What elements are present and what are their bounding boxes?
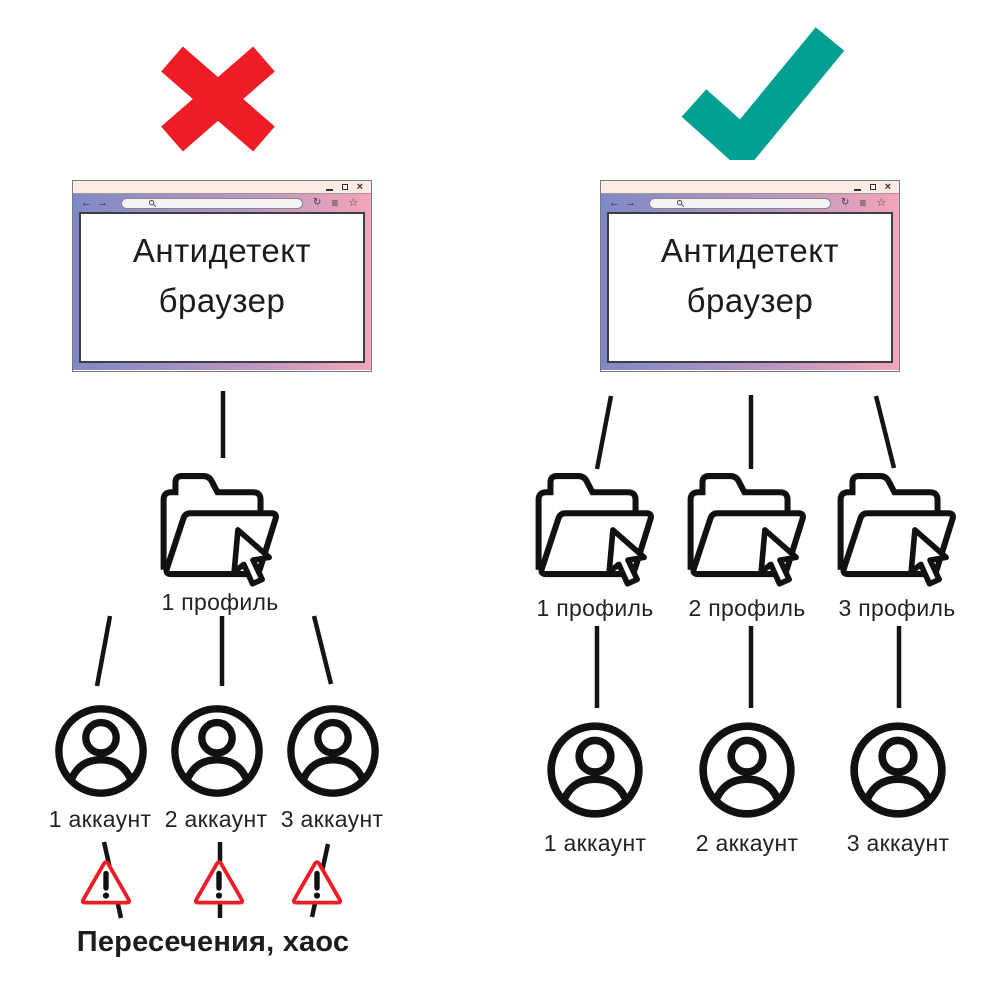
menu-icon[interactable]: ≡ [859, 196, 867, 210]
profile-label: 2 профиль [688, 595, 806, 621]
warning-icon [193, 860, 245, 905]
profile-label: 3 профиль [838, 595, 956, 621]
close-icon[interactable]: × [884, 181, 891, 193]
folder-icon [837, 473, 956, 587]
cursor-icon [908, 527, 949, 587]
profile-label: 1 профиль [161, 589, 279, 615]
forward-icon[interactable]: → [625, 196, 636, 209]
profile-label: 1 профиль [536, 595, 654, 621]
cursor-icon [758, 527, 799, 587]
browser-content: Антидетект браузер [79, 212, 365, 363]
refresh-icon[interactable]: ↻ [841, 197, 850, 208]
folder-icon [535, 473, 654, 587]
browser-title-line2: браузер [158, 282, 286, 319]
close-icon[interactable]: × [356, 181, 363, 193]
account-label: 1 аккаунт [48, 806, 152, 832]
chaos-caption: Пересечения, хаос [76, 926, 350, 958]
folder-icon [687, 473, 806, 587]
cursor-icon [231, 527, 272, 587]
account-label: 3 аккаунт [846, 830, 950, 856]
browser-content-frame: Антидетект браузер [73, 212, 371, 370]
folder-front [163, 510, 279, 578]
account-icon [850, 722, 946, 818]
address-input[interactable] [121, 197, 303, 209]
back-icon[interactable]: ← [81, 196, 92, 209]
account-label: 3 аккаунт [280, 806, 384, 832]
address-input[interactable] [649, 197, 831, 209]
browser-title-line1: Антидетект [132, 232, 312, 269]
browser-title-line2: браузер [686, 282, 814, 319]
account-icon [55, 705, 147, 797]
browser-content-frame: Антидетект браузер [601, 212, 899, 370]
connector-line [873, 395, 897, 469]
check-icon [681, 27, 845, 160]
warning-icon [80, 860, 132, 905]
search-icon [148, 199, 157, 207]
cross-icon [161, 46, 275, 152]
connector-line [311, 615, 334, 685]
back-icon[interactable]: ← [609, 196, 620, 209]
menu-icon[interactable]: ≡ [331, 196, 339, 210]
refresh-icon[interactable]: ↻ [313, 197, 322, 208]
browser-addressbar: ← → ↻ ≡ ☆ [73, 194, 371, 212]
browser-window-left: × ← → ↻ ≡ ☆ Антидетект браузер [72, 180, 372, 372]
folder-icon [160, 473, 279, 587]
maximize-icon[interactable] [869, 184, 876, 190]
browser-addressbar: ← → ↻ ≡ ☆ [601, 194, 899, 212]
account-icon [699, 722, 795, 818]
account-label: 2 аккаунт [164, 806, 268, 832]
bookmark-icon[interactable]: ☆ [876, 196, 887, 209]
account-icon [171, 705, 263, 797]
browser-titlebar: × [73, 181, 371, 194]
account-label: 1 аккаунт [543, 830, 647, 856]
forward-icon[interactable]: → [97, 196, 108, 209]
account-icon [547, 722, 643, 818]
minimize-icon[interactable] [325, 188, 333, 191]
account-label: 2 аккаунт [695, 830, 799, 856]
browser-title-line1: Антидетект [660, 232, 840, 269]
search-icon [676, 199, 685, 207]
browser-titlebar: × [601, 181, 899, 194]
account-icon [287, 705, 379, 797]
bookmark-icon[interactable]: ☆ [348, 196, 359, 209]
folder-back [160, 473, 264, 570]
maximize-icon[interactable] [341, 184, 348, 190]
connector-line [94, 615, 113, 687]
warning-icon [291, 860, 343, 905]
connector-line [594, 395, 614, 470]
browser-content: Антидетект браузер [607, 212, 893, 363]
browser-window-right: × ← → ↻ ≡ ☆ Антидетект браузер [600, 180, 900, 372]
minimize-icon[interactable] [853, 188, 861, 191]
cursor-icon [606, 527, 647, 587]
